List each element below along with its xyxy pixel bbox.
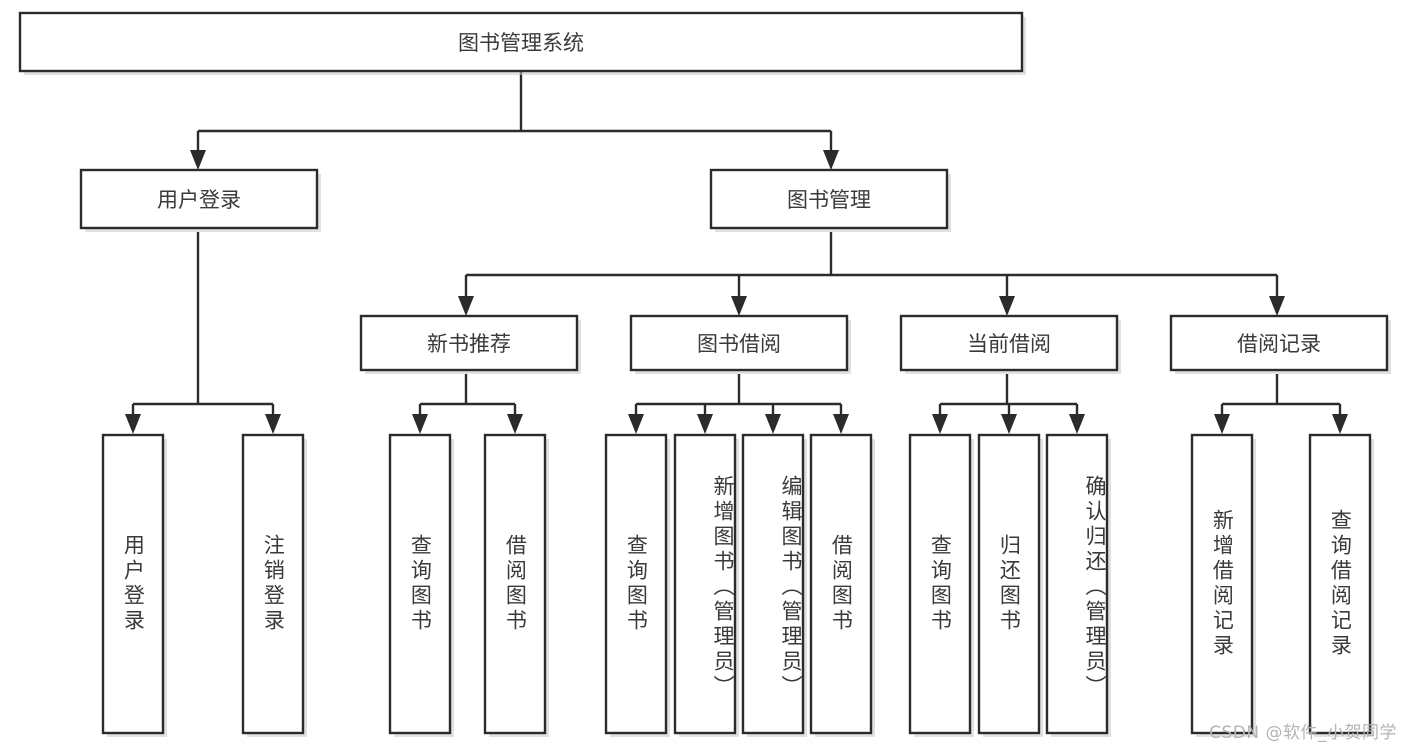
leaf-add-record-box[interactable] (1190, 433, 1254, 735)
node-new-book-recommend-label: 新书推荐 (427, 332, 511, 356)
leaf-query-book-1-box[interactable] (388, 433, 452, 735)
arrowhead-user-login (190, 150, 206, 170)
leaf-borrow-book-2-box[interactable] (809, 433, 873, 735)
node-user-login-label: 用户登录 (157, 188, 241, 212)
node-user-login-box[interactable] (79, 168, 319, 230)
arrowhead-leaf-user-logout (265, 414, 281, 434)
arrowhead-leaf-add-record (1214, 414, 1230, 434)
arrowhead-book-borrow (731, 296, 747, 316)
node-current-borrow[interactable]: 当前借阅 (899, 314, 1121, 374)
arrowhead-leaf-return-book (1001, 414, 1017, 434)
leaf-query-book-3-box[interactable] (908, 433, 972, 735)
node-new-book-recommend[interactable]: 新书推荐 (359, 314, 581, 374)
leaf-user-logout-box[interactable] (241, 433, 305, 735)
node-book-borrow-box[interactable] (629, 314, 849, 372)
arrowhead-leaf-edit-book (765, 414, 781, 434)
arrowhead-leaf-borrow-book-2 (833, 414, 849, 434)
node-book-borrow-label: 图书借阅 (697, 332, 781, 356)
arrowhead-book-manage (823, 150, 839, 170)
leaf-boxes (101, 433, 1374, 737)
leaf-add-book-box[interactable] (673, 433, 737, 735)
leaf-return-book-box[interactable] (977, 433, 1041, 735)
arrowhead-new-book-recommend (458, 296, 474, 316)
leaf-confirm-return-box[interactable] (1045, 433, 1109, 735)
node-root-box[interactable] (18, 11, 1024, 73)
node-book-manage[interactable]: 图书管理 (709, 168, 951, 232)
node-borrow-record-box[interactable] (1169, 314, 1389, 372)
leaf-user-login-box[interactable] (101, 433, 165, 735)
node-borrow-record-label: 借阅记录 (1237, 332, 1321, 356)
arrowhead-leaf-query-book-3 (932, 414, 948, 434)
node-root-label: 图书管理系统 (458, 31, 584, 55)
node-book-manage-label: 图书管理 (787, 188, 871, 212)
node-user-login[interactable]: 用户登录 (79, 168, 321, 232)
leaf-edit-book-box[interactable] (741, 433, 805, 735)
leaf-borrow-book-1-box[interactable] (483, 433, 547, 735)
arrowhead-leaf-user-login (125, 414, 141, 434)
node-new-book-recommend-box[interactable] (359, 314, 579, 372)
node-root[interactable]: 图书管理系统 (18, 11, 1026, 75)
leaf-query-book-2-box[interactable] (604, 433, 668, 735)
arrowhead-leaf-borrow-book-1 (507, 414, 523, 434)
arrowhead-borrow-record (1269, 296, 1285, 316)
node-book-borrow[interactable]: 图书借阅 (629, 314, 851, 374)
arrowhead-leaf-query-book-1 (412, 414, 428, 434)
arrowhead-leaf-confirm-return (1069, 414, 1085, 434)
node-current-borrow-box[interactable] (899, 314, 1119, 372)
leaf-query-record-box[interactable] (1308, 433, 1372, 735)
csdn-watermark: CSDN @软件_小贺同学 (1209, 723, 1397, 743)
arrowhead-leaf-add-book (697, 414, 713, 434)
node-current-borrow-label: 当前借阅 (967, 332, 1051, 356)
arrowhead-current-borrow (999, 296, 1015, 316)
connector-layer (125, 71, 1348, 434)
arrowhead-leaf-query-record (1332, 414, 1348, 434)
node-book-manage-box[interactable] (709, 168, 949, 230)
node-borrow-record[interactable]: 借阅记录 (1169, 314, 1391, 374)
node-layer: 图书管理系统 用户登录 图书管理 新书推荐 (18, 11, 1391, 737)
arrowhead-leaf-query-book-2 (628, 414, 644, 434)
